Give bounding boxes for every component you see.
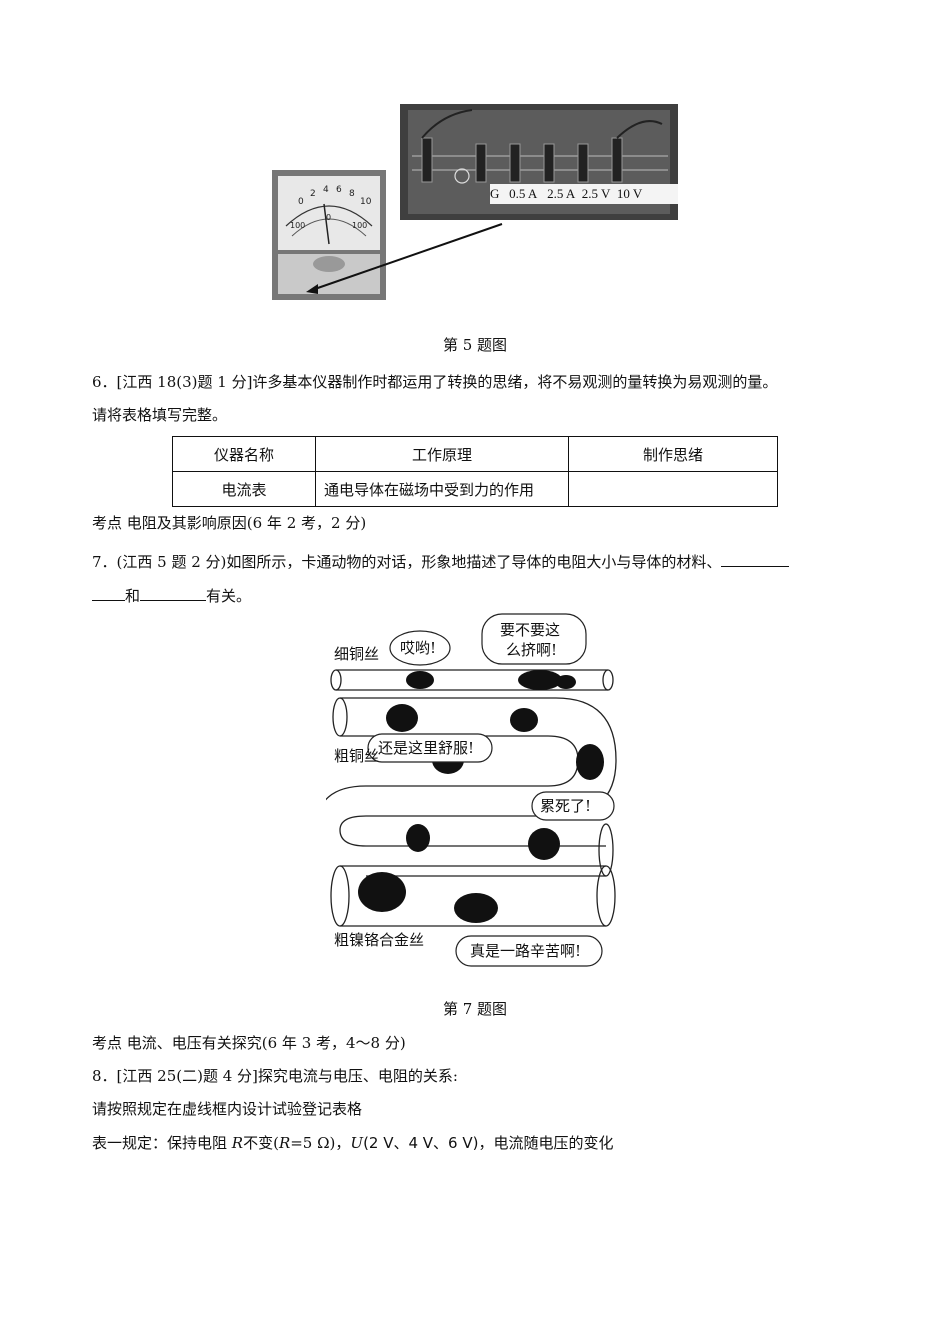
q8-text-d: (2 V、4 V、6 V)，电流随电压的变化 <box>363 1134 614 1152</box>
terminal-g: G <box>490 186 500 201</box>
answer-blank-1[interactable] <box>721 551 790 567</box>
q7-text: 7．(江西 5 题 2 分)如图所示，卡通动物的对话，形象地描述了导体的电阻大小… <box>92 553 722 571</box>
q7-and: 和 <box>125 587 141 605</box>
q8-text-a: 表一规定：保持电阻 <box>92 1134 232 1152</box>
scale-0: 0 <box>298 197 304 207</box>
table-answer-cell[interactable] <box>568 471 778 507</box>
scale-center-0: 0 <box>326 213 331 222</box>
terminal-05a: 0.5 A <box>509 186 538 201</box>
q8-text-b: 不变( <box>243 1134 279 1152</box>
terminal-labels: G 0.5 A 2.5 A 2.5 V 10 V <box>490 184 678 204</box>
figure-7: 细铜丝 粗铜丝 粗镍铬合金丝 哎哟! 要不要这 么挤啊! 还是这里舒服! 累死了… <box>315 610 628 970</box>
bubble-hard-journey: 真是一路辛苦啊! <box>470 942 582 960</box>
answer-blank-2[interactable] <box>140 585 207 601</box>
table-cell: 通电导体在磁场中受到力的作用 <box>315 471 569 507</box>
q7-line1: 7．(江西 5 题 2 分)如图所示，卡通动物的对话，形象地描述了导体的电阻大小… <box>92 551 790 572</box>
table-header-cell: 制作思绪 <box>568 436 778 472</box>
figure-7-caption: 第 7 题图 <box>442 1000 508 1018</box>
scale-right-100: 100 <box>352 221 367 230</box>
q6-line2: 请将表格填写完整。 <box>92 406 228 424</box>
q8-line2: 请按照规定在虚线框内设计试验登记表格 <box>92 1100 363 1118</box>
figure-5-caption: 第 5 题图 <box>442 336 508 354</box>
terminal-25v: 2.5 V <box>581 186 611 201</box>
bubble-tired: 累死了! <box>540 797 592 815</box>
scale-8: 8 <box>349 189 355 199</box>
table-header-cell: 工作原理 <box>315 436 569 472</box>
q8-var-r2: R <box>278 1134 291 1152</box>
terminal-10v: 10 V <box>616 186 643 201</box>
bubble-ouch: 哎哟! <box>400 639 437 657</box>
scale-6: 6 <box>336 185 342 195</box>
kp1-heading: 考点 电阻及其影响原因(6 年 2 考，2 分) <box>92 514 367 532</box>
table-row: 电流表 通电导体在磁场中受到力的作用 <box>172 471 778 507</box>
bubble-crowded-1: 要不要这 <box>500 621 561 639</box>
scale-2: 2 <box>310 189 316 199</box>
q6-line1: 6．[江西 18(3)题 1 分]许多基本仪器制作时都运用了转换的思绪，将不易观… <box>92 373 778 391</box>
label-thick-copper: 粗铜丝 <box>334 747 380 765</box>
q7-line2: 和 有关。 <box>92 585 251 606</box>
conductor-cartoon <box>315 613 617 967</box>
q7-tail: 有关。 <box>206 587 252 605</box>
scale-left-100: 100 <box>290 221 305 230</box>
q8-line3: 表一规定：保持电阻 R不变(R=5 Ω)，U(2 V、4 V、6 V)，电流随电… <box>92 1133 614 1153</box>
q8-line1: 8．[江西 25(二)题 4 分]探究电流与电压、电阻的关系: <box>92 1067 458 1085</box>
figure-5: 0 2 4 6 8 10 100 0 100 G 0.5 A <box>272 104 678 300</box>
label-thin-copper: 细铜丝 <box>334 645 380 663</box>
label-nichrome: 粗镍铬合金丝 <box>334 931 425 949</box>
q8-var-r: R <box>231 1134 244 1152</box>
kp2-heading: 考点 电流、电压有关探究(6 年 3 考，4～8 分) <box>92 1034 406 1052</box>
terminal-25a: 2.5 A <box>547 186 576 201</box>
table-cell: 电流表 <box>172 471 316 507</box>
q8-var-u: U <box>350 1134 364 1152</box>
answer-blank-1-cont[interactable] <box>92 585 125 601</box>
scale-10: 10 <box>360 197 372 207</box>
scale-4: 4 <box>323 185 329 195</box>
q6-table: 仪器名称 工作原理 制作思绪 电流表 通电导体在磁场中受到力的作用 <box>172 436 778 507</box>
bubble-crowded-2: 么挤啊! <box>506 641 558 659</box>
table-header-row: 仪器名称 工作原理 制作思绪 <box>172 436 778 472</box>
meter-photo: 0 2 4 6 8 10 100 0 100 <box>272 104 678 300</box>
bubble-comfortable: 还是这里舒服! <box>378 739 475 757</box>
table-header-cell: 仪器名称 <box>172 436 316 472</box>
q8-text-c: =5 Ω)， <box>290 1134 351 1152</box>
